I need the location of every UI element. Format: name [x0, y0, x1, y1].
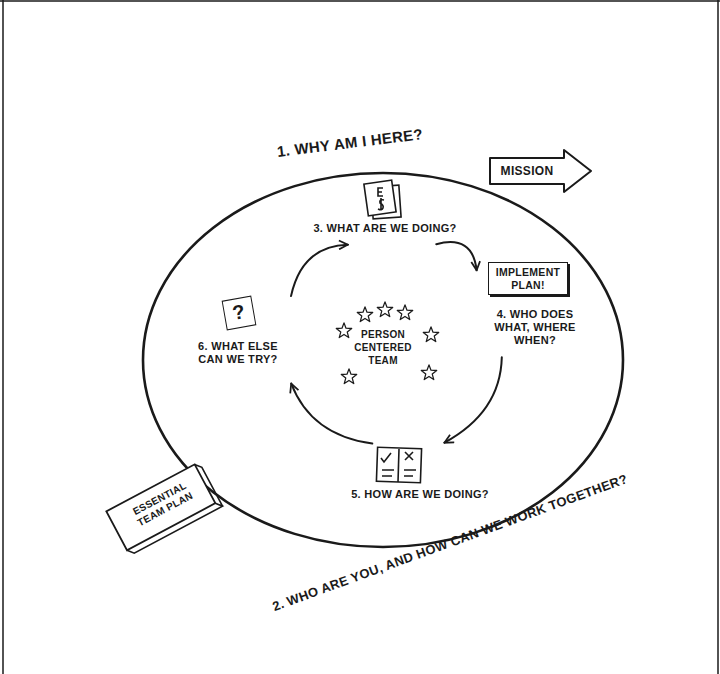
scribble [378, 188, 383, 196]
page-sheet [364, 180, 396, 216]
star [377, 302, 392, 317]
star [357, 307, 372, 322]
cycle-arrow [444, 357, 501, 442]
step-caption: 5. HOW ARE WE DOING? [345, 488, 495, 501]
frame-line [0, 0, 720, 2]
question-mark-box: ? [222, 296, 257, 331]
document-icon [364, 180, 401, 219]
frame-line [2, 0, 4, 674]
step-caption: 3. WHAT ARE WE DOING? [305, 222, 465, 235]
step-node: 3. WHAT ARE WE DOING? [305, 180, 465, 242]
checklist-sheet [376, 447, 421, 483]
plan-box: IMPLEMENT PLAN! [488, 262, 568, 295]
step-caption: 4. WHO DOES WHAT, WHERE WHEN? [480, 308, 590, 348]
checklist-divider [398, 449, 399, 482]
question-heading: 2. WHO ARE YOU, AND HOW CAN WE WORK TOGE… [250, 464, 650, 622]
star [341, 369, 356, 384]
checklist-icon [376, 447, 421, 483]
cycle-arrow [291, 245, 348, 296]
cycle-arrow [291, 384, 372, 444]
star [397, 305, 412, 320]
star [421, 365, 436, 380]
scribble [378, 198, 384, 210]
star [336, 323, 351, 338]
question-heading: 1. WHY AM I HERE? [240, 121, 461, 166]
book-cover [106, 464, 215, 550]
step-node: IMPLEMENT PLAN! 4. WHO DOES WHAT, WHERE W… [480, 262, 590, 354]
team-stars [336, 302, 438, 384]
frame-line [717, 0, 719, 674]
check-mark [381, 453, 391, 462]
cycle-arrow [436, 242, 476, 270]
arrow-outline [490, 150, 591, 192]
center-label: PERSON CENTERED TEAM [350, 328, 416, 367]
checklist-lines [382, 470, 416, 476]
plan-book: ESSENTIAL TEAM PLAN [101, 457, 227, 561]
cross-mark [405, 452, 413, 460]
book-pages [106, 462, 222, 555]
step-caption: 6. WHAT ELSE CAN WE TRY? [188, 340, 288, 366]
step-node: 5. HOW ARE WE DOING? [345, 446, 495, 512]
arrow-label: MISSION [490, 158, 564, 184]
step-node: ? 6. WHAT ELSE CAN WE TRY? [188, 296, 288, 392]
star [423, 327, 438, 342]
mission-arrow: MISSION [488, 148, 593, 194]
